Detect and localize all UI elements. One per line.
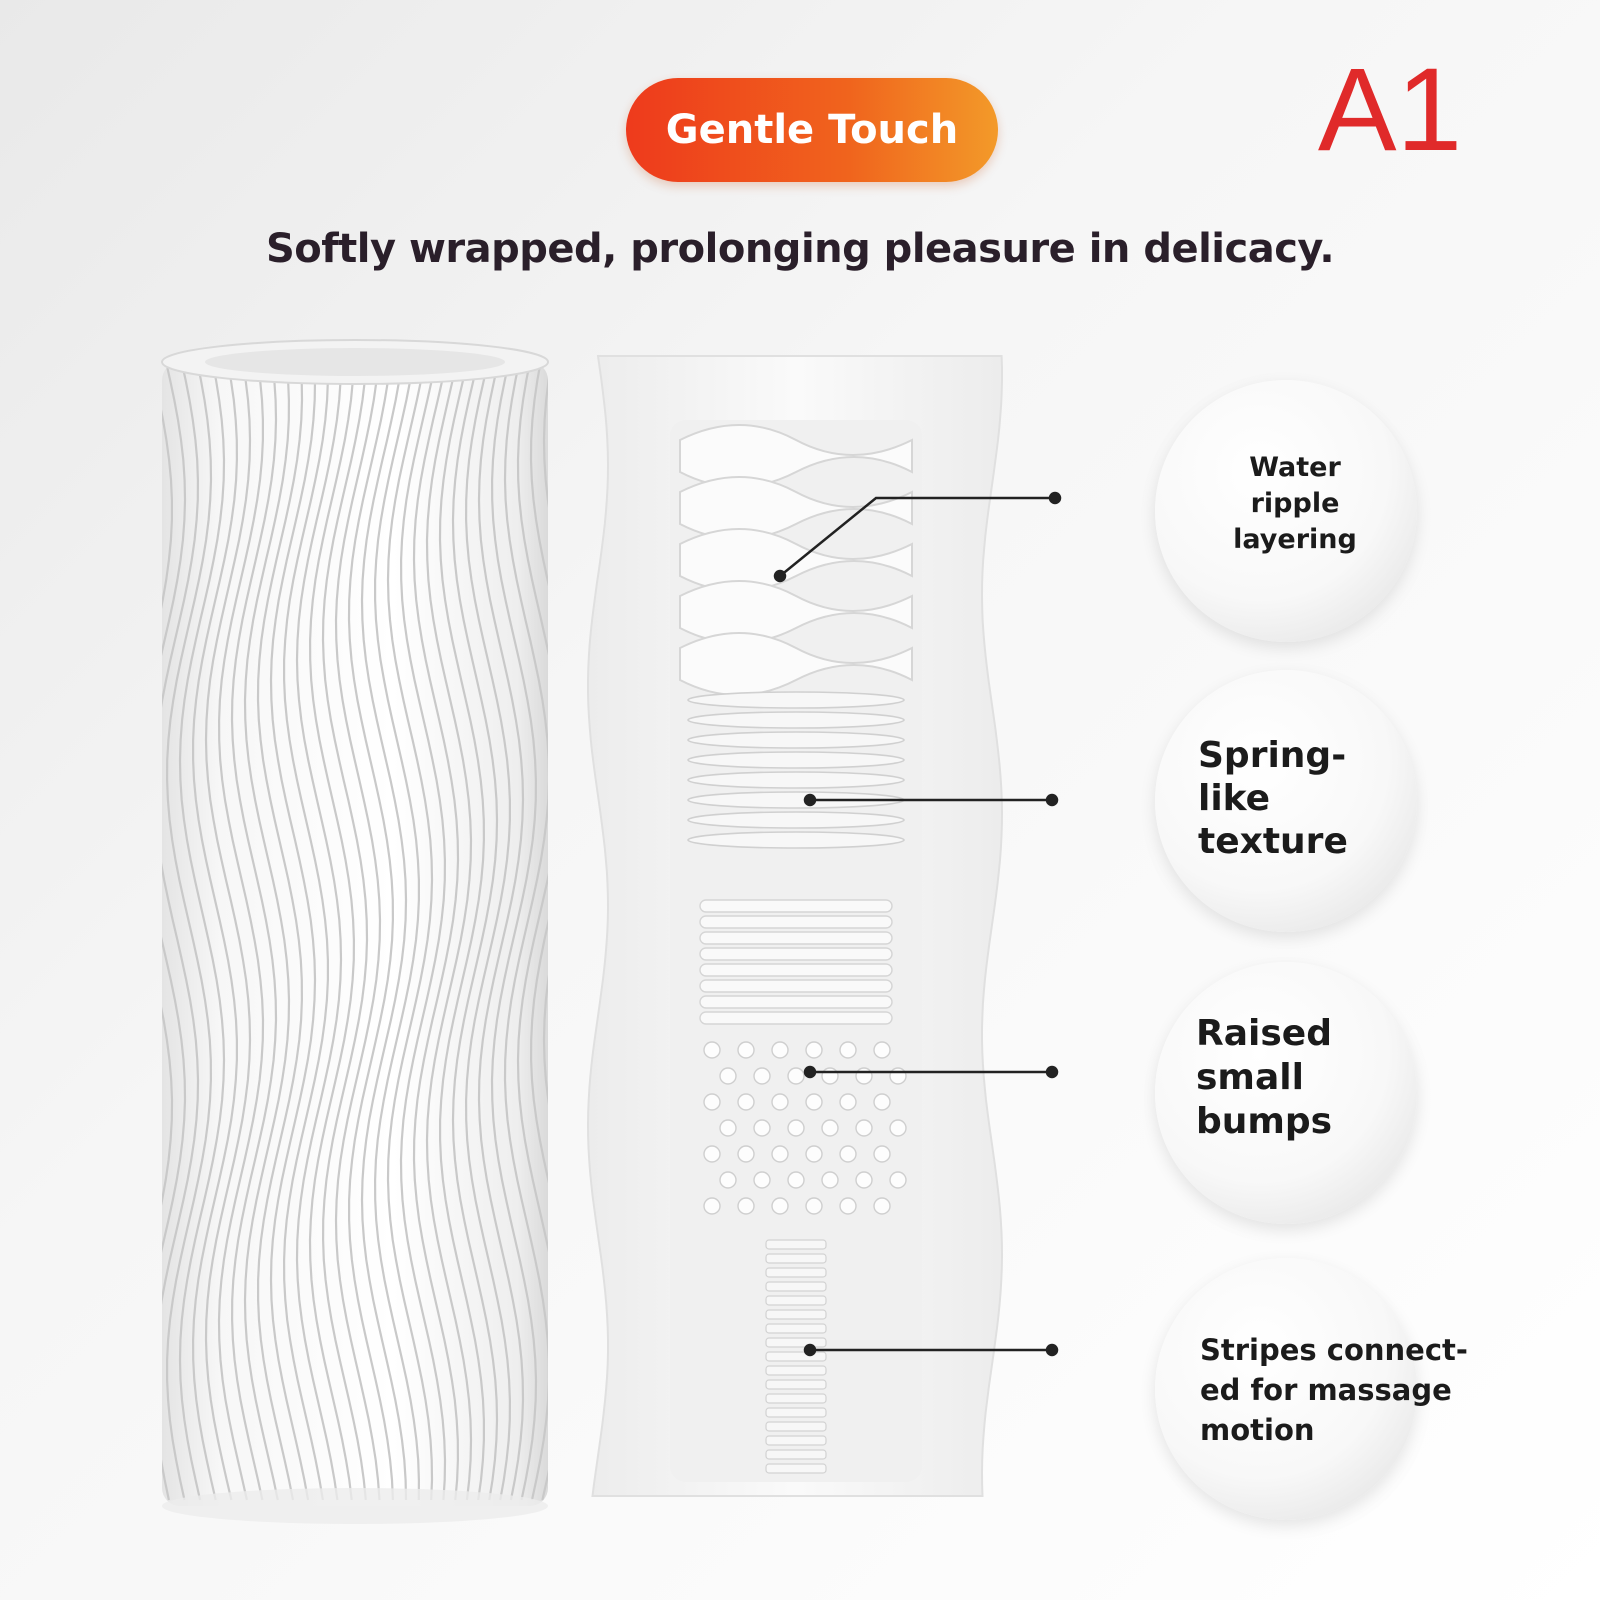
feature-bubble-water-ripple [1155, 380, 1417, 642]
cross-section-image [586, 355, 1004, 1497]
feature-label-spring-like: Spring- like texture [1198, 735, 1348, 862]
feature-bubble-raised-bumps [1155, 962, 1417, 1224]
gentle-touch-badge: Gentle Touch [626, 78, 998, 182]
feature-label-water-ripple: Water ripple layering [1233, 452, 1357, 555]
feature-label-raised-bumps: Raised small bumps [1196, 1013, 1333, 1142]
outer-sleeve-image [161, 339, 549, 1524]
feature-bubble-spring-like [1155, 670, 1417, 932]
callout-lines [773, 491, 1062, 1357]
model-code: A1 [1317, 44, 1463, 176]
feature-label-stripes: Stripes connect- ed for massage motion [1200, 1333, 1468, 1447]
feature-bubble-stripes [1155, 1258, 1417, 1520]
tagline: Softly wrapped, prolonging pleasure in d… [265, 226, 1335, 272]
